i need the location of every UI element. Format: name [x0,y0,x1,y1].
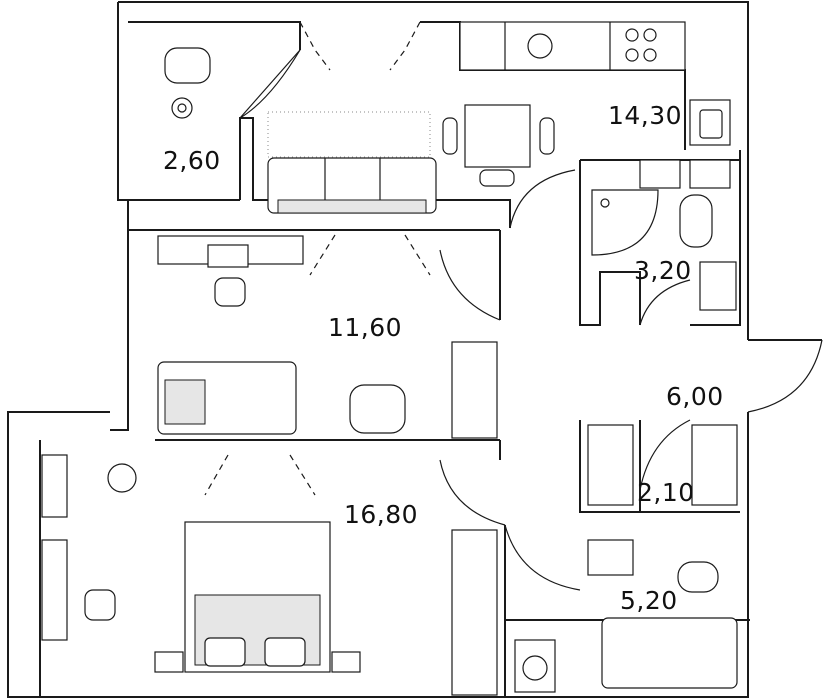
bathroom-2-fixtures [451,529,738,696]
kitchen-living-area-label: 14,30 [608,101,683,130]
wardrobe-area-label: 2,10 [637,478,695,507]
bathroom-1-area-label: 3,20 [634,256,692,285]
room-2-area-label: 16,80 [344,500,419,529]
sofa [267,111,437,214]
wardrobe-units [587,424,738,506]
room-2-furniture [41,454,361,673]
room-1-area-label: 11,60 [328,313,403,342]
kitchen-counter [459,21,731,189]
balcony-furniture [164,47,211,119]
dining-set [442,104,555,187]
bathroom-1-fixtures [591,189,737,311]
bathroom-2-area-label: 5,20 [620,586,678,615]
room-1-furniture [157,235,498,439]
window-projections [204,21,431,496]
hall-area-label: 6,00 [666,382,724,411]
door-swings [239,49,823,591]
balcony-area-label: 2,60 [163,146,221,175]
